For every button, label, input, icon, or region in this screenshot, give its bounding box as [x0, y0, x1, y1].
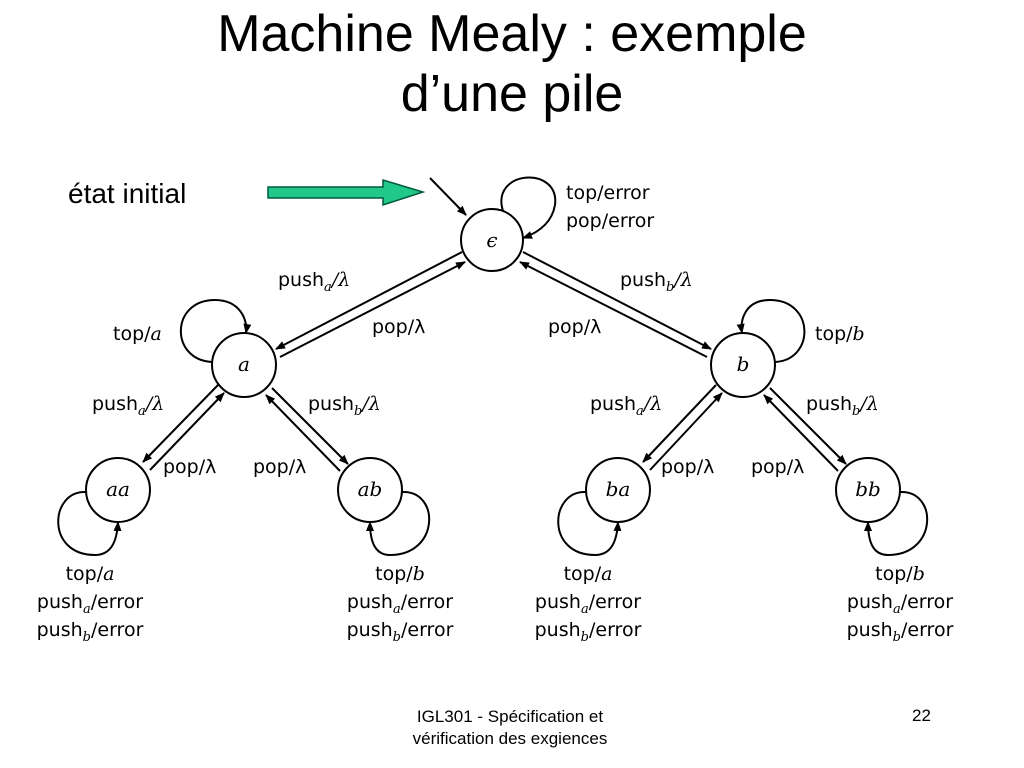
svg-text:top/a: top/a: [66, 563, 115, 585]
initial-pointer-arrow: [267, 178, 426, 207]
label-top-a: top/a: [113, 323, 162, 345]
label-eps-top: top/error: [566, 182, 650, 204]
loop-eps: [500, 176, 557, 239]
svg-text:b: b: [737, 352, 750, 376]
leaf-labels-bb: top/b pusha/error pushb/error: [847, 563, 954, 645]
edge-aa-to-a: [149, 392, 225, 471]
loop-aa: [57, 490, 122, 557]
state-node-epsilon: ϵ: [460, 208, 524, 272]
label-pop-aa: pop/λ: [163, 456, 216, 478]
state-node-a: a: [211, 332, 277, 398]
label-push-a-ba: pusha/λ: [590, 393, 662, 419]
label-push-a-aa: pusha/λ: [92, 393, 164, 419]
label-push-b-top: pushb/λ: [620, 269, 693, 295]
label-pop-ab: pop/λ: [253, 456, 306, 478]
leaf-labels-aa: top/a pusha/error pushb/error: [37, 563, 144, 645]
edge-b-to-ba: [642, 384, 717, 463]
loop-ba: [557, 490, 622, 557]
edge-b-to-eps: [519, 261, 708, 358]
label-pop-b-top: pop/λ: [548, 316, 601, 338]
svg-text:a: a: [238, 352, 250, 376]
leaf-labels-ab: top/b pusha/error pushb/error: [347, 563, 454, 645]
svg-text:ab: ab: [358, 477, 383, 501]
svg-text:bb: bb: [855, 477, 881, 501]
slide-title: Machine Mealy : exemple d’une pile: [0, 4, 1024, 124]
label-top-b: top/b: [815, 323, 865, 345]
title-line-2: d’une pile: [400, 65, 624, 123]
loop-bb: [864, 490, 929, 557]
label-eps-pop: pop/error: [566, 210, 654, 232]
label-push-b-bb: pushb/λ: [806, 393, 879, 419]
leaf-labels-ba: top/a pusha/error pushb/error: [535, 563, 642, 645]
initial-state-label: état initial: [68, 178, 187, 209]
edge-ba-to-b: [649, 392, 723, 471]
svg-text:pusha/error: pusha/error: [347, 591, 453, 617]
label-pop-a-top: pop/λ: [372, 316, 425, 338]
initial-transition-arrow: [429, 177, 467, 216]
label-push-a-top: pusha/λ: [278, 269, 350, 295]
edge-b-to-bb: [769, 387, 847, 465]
svg-text:pusha/error: pusha/error: [847, 591, 953, 617]
state-node-ab: ab: [337, 457, 403, 523]
page-number: 22: [912, 706, 931, 725]
edge-eps-to-a: [275, 251, 463, 350]
loop-b: [736, 298, 806, 363]
label-pop-bb: pop/λ: [751, 456, 804, 478]
svg-text:top/a: top/a: [564, 563, 613, 585]
slide-footer: IGL301 - Spécification et vérification d…: [360, 706, 660, 750]
edge-ab-to-a: [265, 394, 341, 472]
loop-a: [179, 298, 252, 363]
svg-text:pushb/error: pushb/error: [535, 619, 642, 645]
state-node-aa: aa: [85, 457, 151, 523]
state-node-ba: ba: [585, 457, 651, 523]
svg-text:pushb/error: pushb/error: [847, 619, 954, 645]
svg-text:pusha/error: pusha/error: [37, 591, 143, 617]
footer-line-1: IGL301 - Spécification et: [416, 707, 604, 726]
state-node-b: b: [710, 332, 776, 398]
edge-bb-to-b: [763, 394, 839, 472]
edge-a-to-ab: [271, 387, 349, 465]
svg-text:pusha/error: pusha/error: [535, 591, 641, 617]
title-line-1: Machine Mealy : exemple: [217, 5, 807, 63]
svg-text:top/b: top/b: [375, 563, 425, 585]
state-node-bb: bb: [835, 457, 901, 523]
footer-line-2: vérification des exgiences: [412, 729, 608, 748]
edge-a-to-eps: [279, 261, 466, 358]
label-pop-ba: pop/λ: [661, 456, 714, 478]
edge-a-to-aa: [142, 384, 219, 463]
svg-text:ϵ: ϵ: [486, 228, 497, 252]
edge-eps-to-b: [522, 251, 712, 350]
svg-text:pushb/error: pushb/error: [37, 619, 144, 645]
label-push-b-ab: pushb/λ: [308, 393, 381, 419]
svg-text:ba: ba: [606, 477, 631, 501]
svg-text:pushb/error: pushb/error: [347, 619, 454, 645]
svg-text:top/b: top/b: [875, 563, 925, 585]
svg-text:aa: aa: [106, 477, 130, 501]
loop-ab: [366, 490, 431, 557]
